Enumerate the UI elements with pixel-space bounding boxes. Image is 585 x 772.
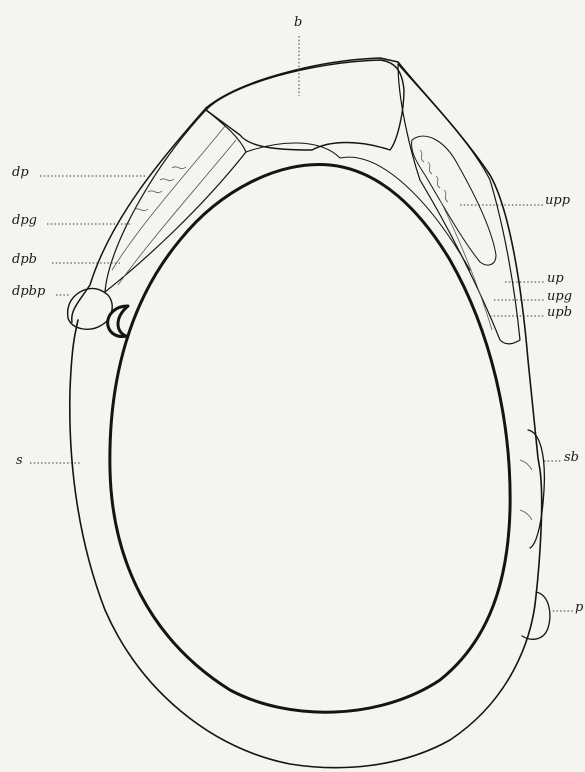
ventral-plate-marks xyxy=(420,150,448,202)
label-sb: sb xyxy=(564,451,579,464)
label-b: b xyxy=(294,16,302,29)
label-upb: upb xyxy=(547,306,572,319)
dorsal-pin-crescent xyxy=(108,306,128,337)
inner-cavity-outline xyxy=(110,164,510,712)
label-dp: dp xyxy=(12,166,29,179)
label-up: up xyxy=(547,272,564,285)
left-shell-edge xyxy=(72,108,206,322)
label-p: p xyxy=(575,601,583,614)
label-dpb: dpb xyxy=(12,253,37,266)
dorsal-plate xyxy=(105,110,246,292)
label-dpg: dpg xyxy=(12,214,37,227)
dorsal-plate-groove xyxy=(112,125,226,270)
ventral-plate-pad xyxy=(412,136,496,265)
label-upp: upp xyxy=(545,194,570,207)
dorsal-plate-groove-2 xyxy=(118,140,236,285)
label-upg: upg xyxy=(547,290,572,303)
label-dpbp: dpbp xyxy=(12,285,45,298)
side-bulge-lines xyxy=(520,460,532,520)
inner-wall-line xyxy=(246,143,470,270)
label-s: s xyxy=(16,454,23,467)
